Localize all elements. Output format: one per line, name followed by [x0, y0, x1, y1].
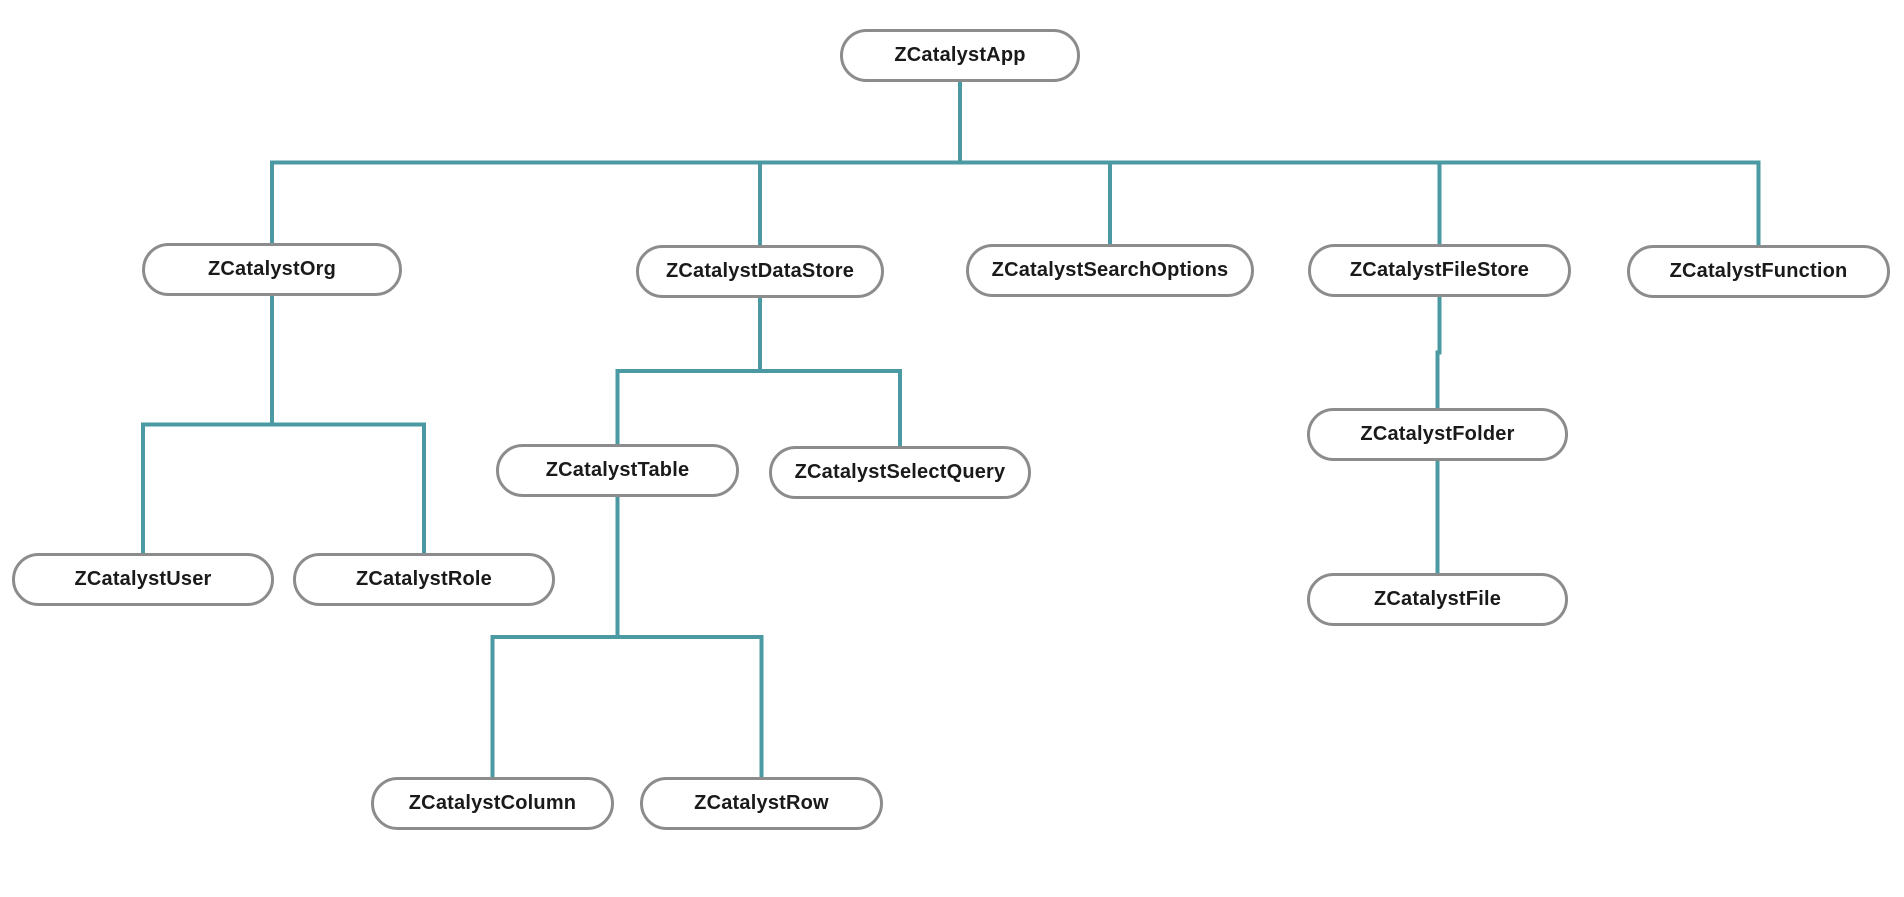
- node-zcatalysttable: ZCatalystTable: [496, 444, 739, 497]
- node-zcatalystrow: ZCatalystRow: [640, 777, 883, 830]
- node-zcatalystfunction: ZCatalystFunction: [1627, 245, 1890, 298]
- node-zcatalystsearchoptions: ZCatalystSearchOptions: [966, 244, 1254, 297]
- node-zcatalystfilestore: ZCatalystFileStore: [1308, 244, 1571, 297]
- node-zcatalystapp: ZCatalystApp: [840, 29, 1080, 82]
- node-zcatalystcolumn: ZCatalystColumn: [371, 777, 614, 830]
- node-zcatalystfile: ZCatalystFile: [1307, 573, 1568, 626]
- node-zcatalystuser: ZCatalystUser: [12, 553, 274, 606]
- node-zcatalystfolder: ZCatalystFolder: [1307, 408, 1568, 461]
- node-zcatalystrole: ZCatalystRole: [293, 553, 555, 606]
- node-zcatalystselectquery: ZCatalystSelectQuery: [769, 446, 1031, 499]
- node-zcatalystorg: ZCatalystOrg: [142, 243, 402, 296]
- node-zcatalystdatastore: ZCatalystDataStore: [636, 245, 884, 298]
